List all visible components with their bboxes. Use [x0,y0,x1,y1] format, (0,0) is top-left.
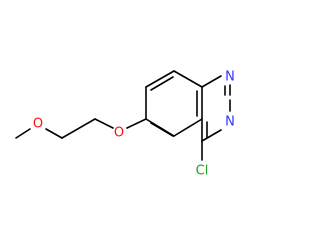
structure-canvas: N N Cl O O [15,69,235,179]
bond-o-ch2 [45,128,63,139]
atom-label-cl: Cl [196,164,209,179]
bond-c7-c8 [145,70,175,88]
bond-c8-c8a [173,70,203,88]
bond-ch2-ch2 [61,118,96,139]
bond-ch2-o [94,118,114,129]
bond-c7-c8-inner [150,76,174,91]
bond-ch3-o [15,128,31,139]
bond-c6-c5-inner [150,122,174,137]
bond-o-c6 [126,118,147,129]
atom-label-o-methoxy: O [33,117,43,132]
atom-label-o-ether: O [114,126,124,141]
molecule-structure: N N Cl O O [15,70,235,179]
bond-n3-c4 [201,129,222,142]
atom-label-n1: N [225,70,235,85]
atom-label-n3: N [225,115,235,130]
bond-c8a-n1 [201,75,222,88]
bond-c4a-c5 [173,118,203,137]
